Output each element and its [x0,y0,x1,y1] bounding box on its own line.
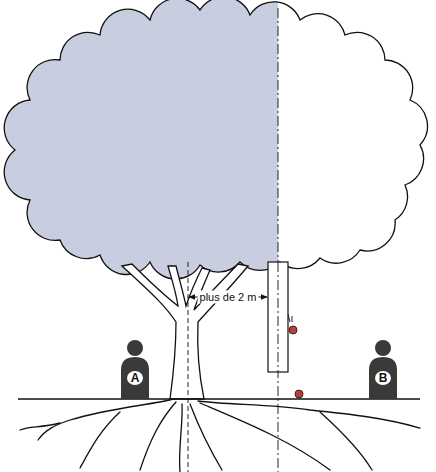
ground-line [18,398,420,399]
person-label: B [375,371,391,385]
dimension-label: plus de 2 m [198,291,259,304]
crown-outline [4,0,427,279]
tree-trunk [122,264,248,399]
fence-post [268,262,288,372]
crown-shade [4,0,278,279]
person-silhouette [121,340,149,399]
boundary-axis-post [278,262,279,372]
trunk-axis [188,262,189,472]
falling-apple [288,314,297,334]
boundary-axis [278,8,279,472]
person-silhouette [369,340,397,399]
tree-roots [20,399,420,472]
person-label: A [127,371,143,385]
fallen-apple [295,390,303,398]
